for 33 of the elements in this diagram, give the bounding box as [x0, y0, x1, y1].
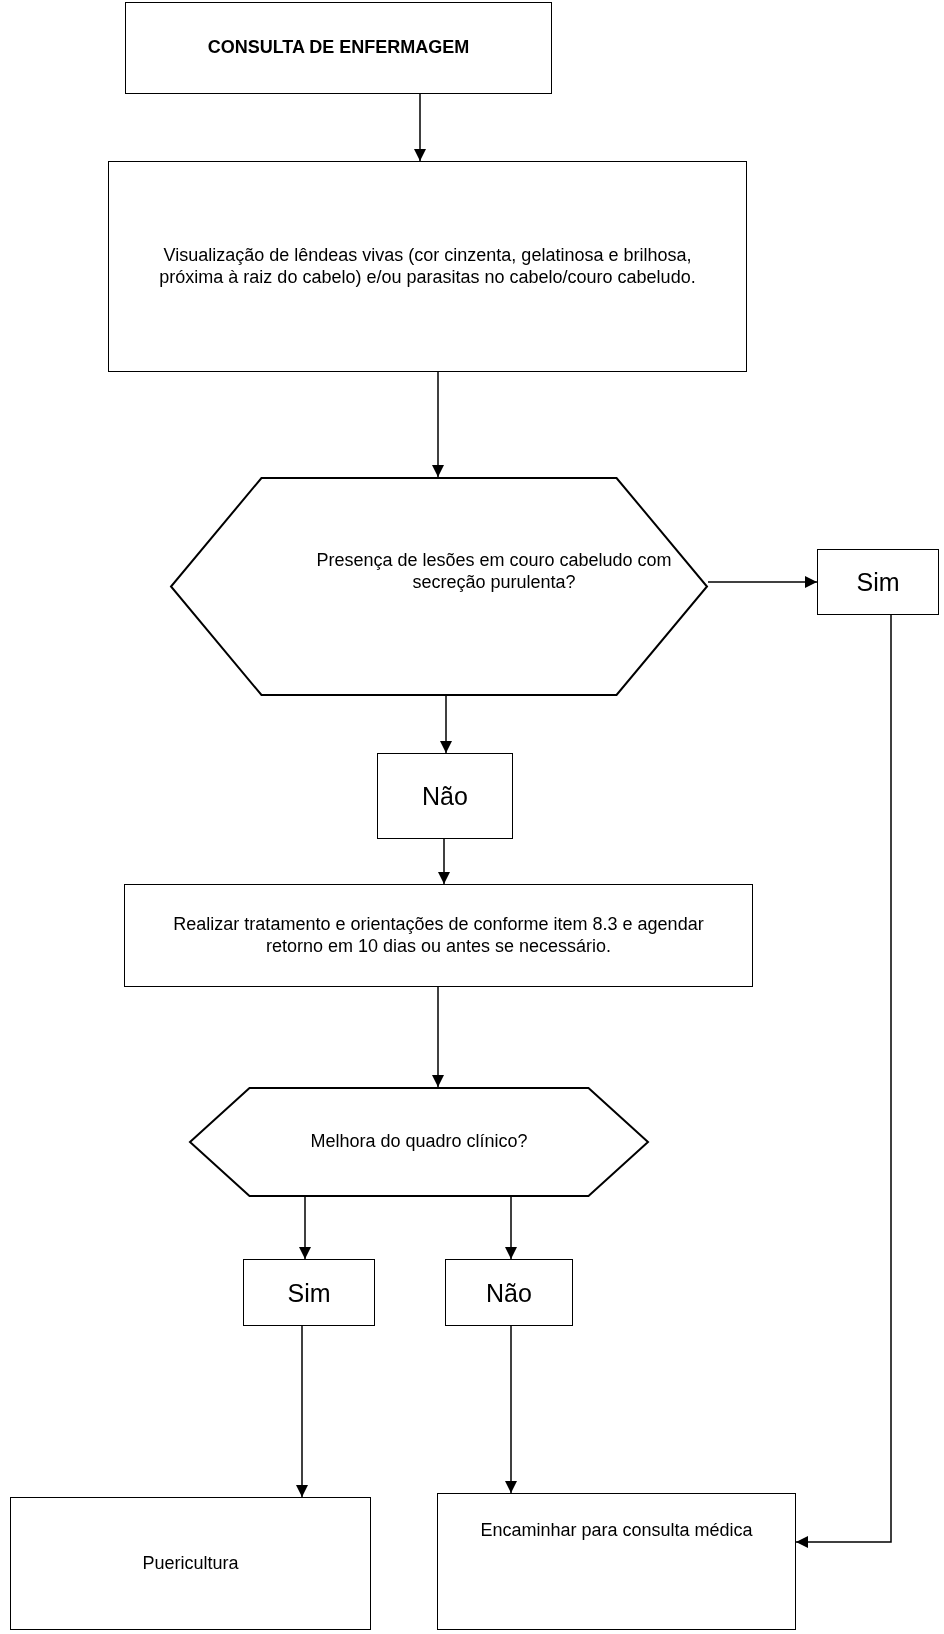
decision-hexagon [189, 1087, 649, 1197]
arrow [505, 1196, 517, 1260]
arrow [432, 986, 444, 1088]
process-box [243, 1259, 375, 1326]
node-label: Sim [287, 1277, 331, 1308]
node-label: Sim [856, 567, 900, 597]
node-label: Não [422, 781, 468, 811]
process-box [817, 549, 939, 615]
process-box [108, 161, 747, 372]
node-label: Realizar tratamento e orientações de conforme item 8.3 e agendar retorno em 10 dias ou antes se necessário. [172, 913, 705, 958]
decision-hexagon [170, 477, 708, 696]
process-box [377, 753, 513, 839]
arrow [296, 1325, 308, 1498]
arrow [414, 93, 426, 162]
process-box [445, 1259, 573, 1326]
node-label: Melhora do quadro clínico? [310, 1131, 528, 1153]
node-label: Presença de lesões em couro cabeludo com secreção purulenta? [315, 549, 673, 594]
process-box [124, 884, 753, 987]
node-label: Puericultura [142, 1552, 239, 1575]
arrow [505, 1325, 517, 1494]
process-box [437, 1493, 796, 1630]
node-label: CONSULTA DE ENFERMAGEM [207, 37, 470, 59]
arrow [438, 838, 450, 885]
node-label: Não [486, 1277, 532, 1308]
arrow [432, 371, 444, 478]
node-label: Visualização de lêndeas vivas (cor cinzenta, gelatinosa e brilhosa, próxima à raiz do cabelo) e/ou parasitas no cabelo/couro cabeludo. [159, 244, 696, 289]
arrow [299, 1196, 311, 1260]
node-label: Encaminhar para consulta médica [480, 1520, 753, 1542]
arrow [440, 695, 452, 754]
process-box [10, 1497, 371, 1630]
arrow [795, 614, 892, 1548]
arrow [707, 576, 818, 588]
process-box [125, 2, 552, 94]
